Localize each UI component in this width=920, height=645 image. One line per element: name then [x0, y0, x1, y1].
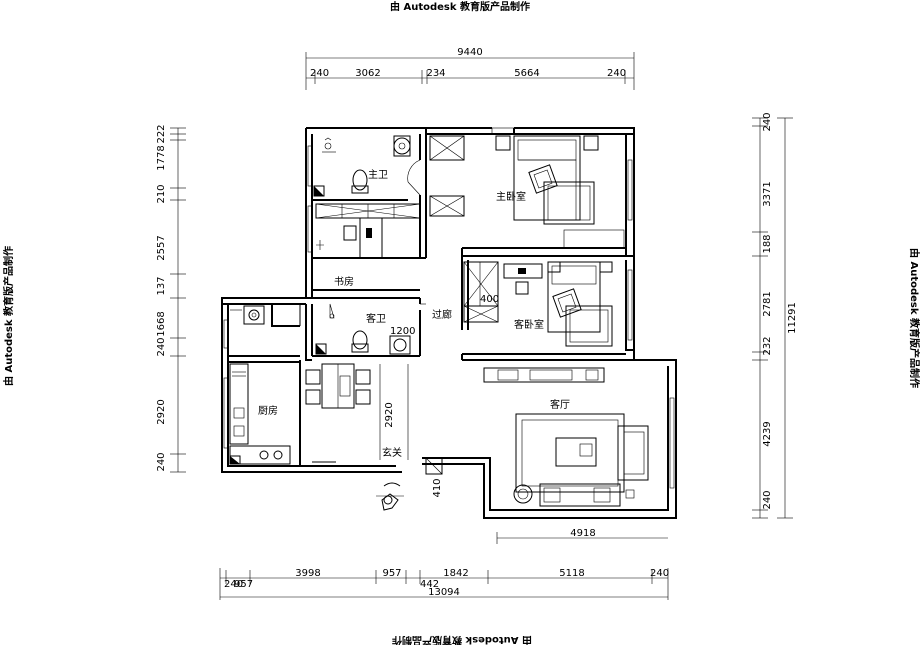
room-label-guest-bath: 客卫: [366, 312, 386, 325]
dim-top-240a: 240: [310, 68, 329, 79]
dim-bot-240b: 240: [650, 568, 669, 579]
dim-left-2920: 2920: [156, 399, 167, 424]
dining: 2920 玄关: [305, 363, 409, 460]
dim-left-1668: 1668: [156, 311, 167, 336]
dim-bot-5118: 5118: [559, 568, 584, 579]
room-label-entrance: 玄关: [382, 446, 402, 459]
master-bedroom: 主卧室: [495, 135, 625, 249]
dim-top-234: 234: [426, 68, 445, 79]
dim-inner-2920: 2920: [384, 402, 395, 427]
dim-bot-442: 442: [420, 579, 439, 590]
dim-left-2557: 2557: [156, 235, 167, 260]
dim-left-222: 222: [156, 124, 167, 143]
left-dimensions: 1778 222 210 2557 137 1668 240 2920 240: [156, 124, 186, 473]
dim-left-210: 210: [156, 184, 167, 203]
dim-bot-1842: 1842: [443, 568, 468, 579]
closets: [429, 135, 465, 217]
dim-right-188: 188: [762, 234, 773, 253]
dim-top-5664: 5664: [514, 68, 539, 79]
dim-inner-4918: 4918: [570, 528, 595, 539]
watermark-top: 由 Autodesk 教育版产品制作: [390, 0, 530, 13]
room-label-master-bath: 主卫: [368, 169, 388, 181]
dim-right-3371: 3371: [762, 181, 773, 206]
guest-bedroom: 400 客卧室: [463, 261, 613, 347]
guest-bath: 1200 客卫: [315, 303, 415, 355]
dim-inner-410: 410: [432, 478, 443, 497]
dim-top-3062: 3062: [355, 68, 380, 79]
dim-bot-3998: 3998: [295, 568, 320, 579]
dim-bot-957a: 957: [234, 579, 253, 590]
windows: [223, 127, 675, 489]
dim-bot-total: 13094: [428, 587, 460, 598]
room-label-master-bedroom: 主卧室: [496, 190, 526, 203]
dim-top-240b: 240: [607, 68, 626, 79]
top-dimensions: 9440 240 3062 234 5664 240: [305, 47, 635, 90]
dim-right-total: 11291: [787, 302, 798, 334]
room-label-kitchen: 厨房: [258, 404, 278, 417]
dim-inner-1200: 1200: [390, 326, 415, 337]
room-label-corridor: 过廊: [432, 308, 452, 321]
dim-left-240b: 240: [156, 452, 167, 471]
dim-right-240a: 240: [762, 112, 773, 131]
dim-bot-957b: 957: [382, 568, 401, 579]
room-label-guest-bedroom: 客卧室: [514, 318, 544, 331]
right-dimensions: 240 3371 188 2781 232 4239 240 11291: [752, 112, 798, 519]
entrance: 410: [376, 457, 443, 511]
master-bath: 主卫: [313, 135, 411, 197]
dim-left-137: 137: [156, 276, 167, 295]
watermark-left: 由 Autodesk 教育版产品制作: [2, 246, 15, 386]
dim-left-240a: 240: [156, 337, 167, 356]
dim-right-4239: 4239: [762, 421, 773, 446]
watermark-bottom: 由 Autodesk 教育版产品制作: [392, 634, 532, 645]
dim-right-232: 232: [762, 336, 773, 355]
room-label-study: 书房: [334, 275, 354, 288]
watermark-right: 由 Autodesk 教育版产品制作: [908, 248, 920, 388]
dim-right-2781: 2781: [762, 291, 773, 316]
dim-bot-240a: 240: [224, 579, 243, 590]
doors: [407, 159, 426, 305]
dim-right-240b: 240: [762, 490, 773, 509]
kitchen: 厨房: [229, 363, 336, 465]
dim-top-total: 9440: [457, 47, 482, 58]
living-room: 客厅: [483, 367, 649, 507]
dim-left-1778: 1778: [156, 145, 167, 170]
study: 书房: [315, 203, 421, 288]
dim-inner-400: 400: [480, 294, 499, 305]
kitchen-top: [230, 305, 265, 325]
bottom-dimensions: 240 957 3998 957 442 1842 5118 240 13094…: [219, 528, 669, 600]
room-label-living-room: 客厅: [550, 398, 570, 411]
